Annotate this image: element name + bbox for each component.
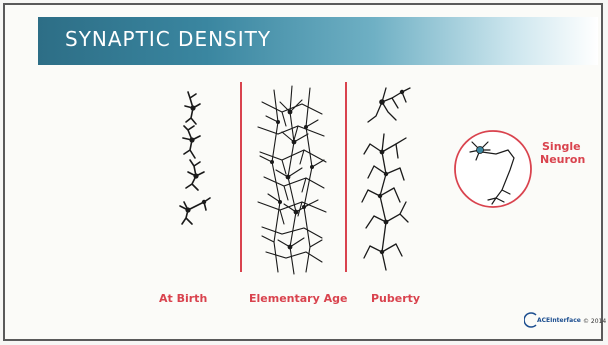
elementary-age-label: Elementary Age	[249, 292, 347, 305]
logo-icon	[524, 312, 538, 328]
divider-right	[345, 82, 347, 272]
puberty-neurons-illustration	[356, 82, 426, 272]
footer-logo-text: ACEInterface	[537, 317, 581, 324]
puberty-label: Puberty	[371, 292, 420, 305]
title-bar: SYNAPTIC DENSITY	[38, 17, 598, 65]
at-birth-label: At Birth	[159, 292, 207, 305]
slide-title: SYNAPTIC DENSITY	[65, 27, 271, 51]
divider-left	[240, 82, 242, 272]
elementary-age-neurons-illustration	[252, 82, 332, 277]
single-neuron-label-line1: Single	[542, 140, 581, 153]
single-neuron-illustration	[452, 128, 534, 210]
footer-copyright: © 2014	[583, 318, 606, 325]
single-neuron-label-line2: Neuron	[540, 153, 585, 166]
at-birth-neurons-illustration	[160, 88, 230, 238]
